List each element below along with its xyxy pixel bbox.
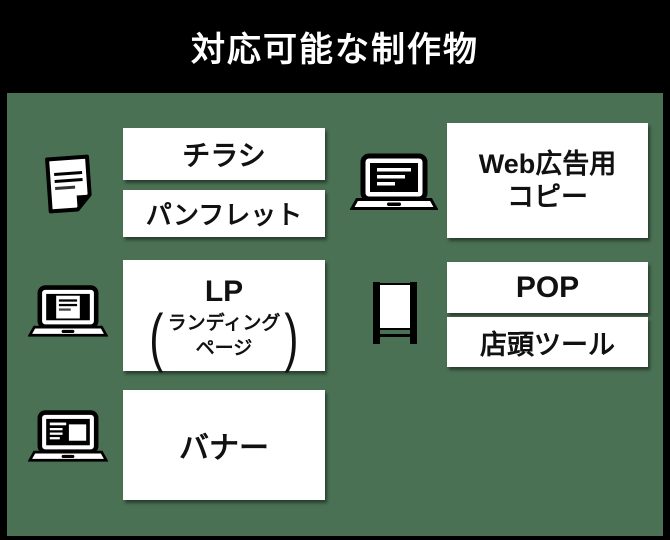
card-pamphlet: パンフレット	[123, 190, 325, 237]
content-panel: チラシ パンフレット LP ( ランディング	[7, 93, 663, 536]
card-web-copy-line2: コピー	[507, 181, 588, 212]
document-icon	[42, 152, 96, 220]
card-banner: バナー	[123, 390, 325, 500]
card-web-copy: Web広告用 コピー	[447, 123, 648, 238]
card-pop: POP	[447, 262, 648, 313]
title-bar: 対応可能な制作物	[0, 0, 670, 93]
card-lp: LP ( ランディング ページ )	[123, 260, 325, 371]
card-chirashi-label: チラシ	[182, 140, 266, 171]
paren-close: )	[284, 299, 299, 373]
card-lp-sub-line2: ページ	[195, 337, 253, 359]
paren-open: (	[149, 299, 164, 373]
card-pop-label: POP	[515, 270, 580, 304]
card-lp-main-label: LP	[204, 274, 244, 308]
card-pamphlet-label: パンフレット	[145, 200, 303, 230]
card-web-copy-line1: Web広告用	[478, 149, 617, 180]
card-store-tools-label: 店頭ツール	[480, 329, 615, 360]
card-lp-sub-line1: ランディング	[167, 312, 281, 334]
card-chirashi: チラシ	[123, 128, 325, 180]
card-lp-subtitle: ( ランディング ページ )	[147, 304, 301, 368]
card-store-tools: 店頭ツール	[447, 317, 648, 367]
signboard-icon	[372, 282, 418, 346]
page-title: 対応可能な制作物	[191, 31, 479, 69]
laptop-icon	[28, 409, 108, 467]
card-banner-label: バナー	[179, 432, 269, 465]
laptop-icon	[350, 153, 438, 215]
laptop-icon	[28, 284, 108, 342]
